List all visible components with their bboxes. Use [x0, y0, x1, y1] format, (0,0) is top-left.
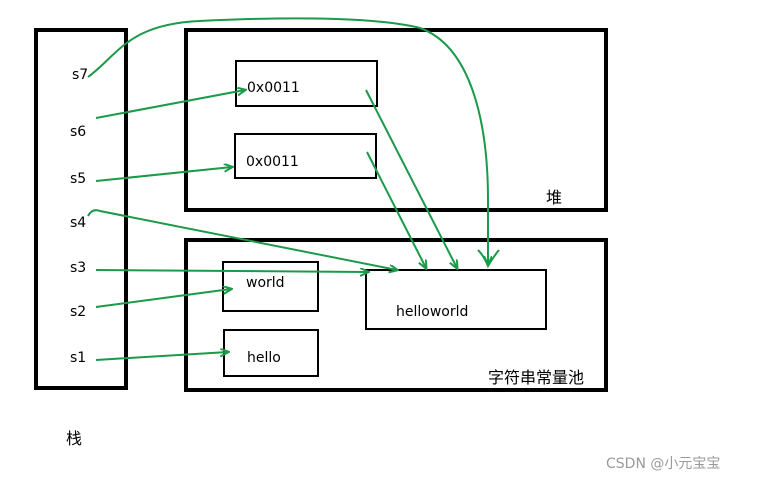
- pool-string-label-helloworld: helloworld: [396, 304, 468, 320]
- arrow-s3-to-helloworld: [95, 270, 368, 272]
- pool-string-helloworld: [365, 269, 547, 330]
- watermark: CSDN @小元宝宝: [606, 456, 720, 472]
- arrow-s1-to-hello: [95, 352, 228, 361]
- stack-var-s7: s7: [72, 67, 88, 83]
- stack-var-s5: s5: [70, 171, 86, 187]
- arrow-heap-object-s6-to-helloworld: [365, 89, 457, 268]
- arrow-heap-object-s5-to-helloworld: [366, 151, 426, 268]
- heap-object-s5: [234, 133, 377, 179]
- heap-object-label-s5: 0x0011: [246, 154, 299, 170]
- pool-title: 字符串常量池: [488, 368, 584, 387]
- arrow-s7-head-detail: [477, 249, 500, 269]
- heap-object-s6: [235, 60, 378, 107]
- heap-object-label-s6: 0x0011: [247, 80, 300, 96]
- string-pool-box: [184, 238, 608, 392]
- stack-var-s1: s1: [70, 350, 86, 366]
- stack-var-s2: s2: [70, 304, 86, 320]
- arrow-s5-to-heap-object: [95, 167, 232, 182]
- arrow-s6-to-heap-object: [95, 90, 245, 119]
- stack-var-s4: s4: [70, 215, 86, 231]
- heap-title: 堆: [546, 188, 562, 207]
- stack-var-s3: s3: [70, 260, 86, 276]
- arrow-s7-to-helloworld: [87, 17, 488, 264]
- stack-title: 栈: [66, 429, 82, 448]
- arrow-s2-to-world: [95, 289, 231, 308]
- stack-box: [34, 28, 128, 390]
- heap-box: [184, 28, 608, 212]
- pool-string-label-world: world: [246, 275, 285, 291]
- pool-string-label-hello: hello: [247, 350, 281, 366]
- arrow-s4-to-helloworld: [87, 209, 397, 270]
- stack-var-s6: s6: [70, 124, 86, 140]
